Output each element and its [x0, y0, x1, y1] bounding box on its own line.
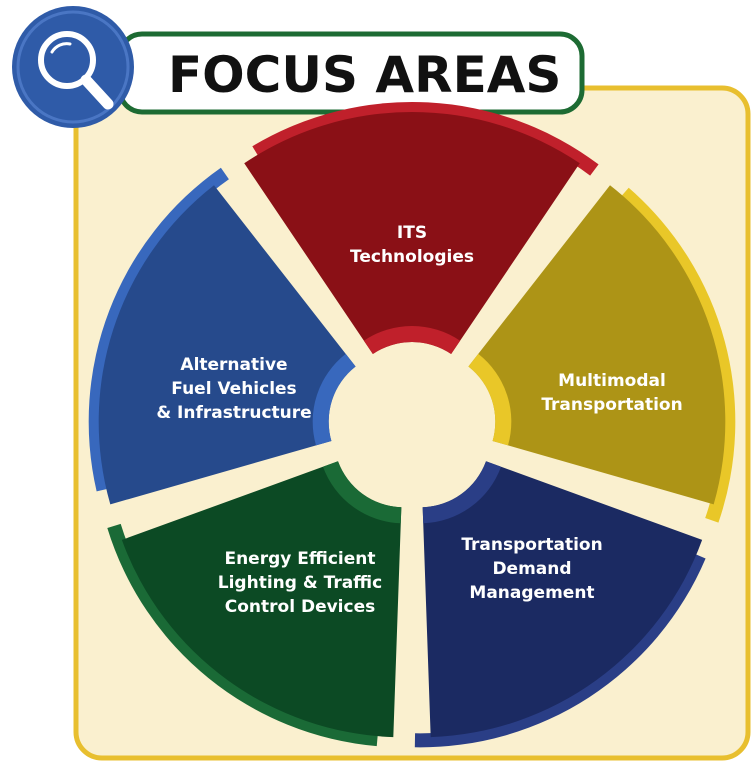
segment-accent-band — [619, 187, 736, 523]
segment-wedge — [244, 111, 580, 354]
segment-label-line: Transportation — [461, 535, 602, 555]
segment-label: ITS Technologies — [350, 223, 474, 267]
segment-accent-band — [252, 102, 599, 176]
segment-label-line: Fuel Vehicles — [171, 379, 296, 399]
segment-label-line: Energy Efficient — [224, 549, 375, 569]
segment-label-line: Demand — [492, 559, 571, 579]
segment-label-line: Lighting & Traffic — [218, 573, 382, 593]
segment-inner-accent — [322, 461, 402, 524]
magnifying-glass-icon — [12, 6, 134, 128]
segment-label-line: Alternative — [180, 355, 287, 375]
segment-accent-band — [107, 523, 378, 747]
segment-label-line: Multimodal — [558, 371, 666, 391]
segment-label-line: ITS — [397, 223, 427, 243]
segment-wedge — [121, 461, 402, 738]
segment-inner-accent — [363, 325, 461, 354]
segment-wedge — [422, 461, 703, 738]
segment-inner-accent — [468, 353, 512, 446]
wheel-center-hub — [354, 368, 470, 484]
segment-inner-accent — [422, 461, 502, 524]
segment-label-line: Control Devices — [225, 597, 375, 617]
segment-label-line: & Infrastructure — [156, 403, 311, 423]
segment-label-line: Transportation — [541, 395, 682, 415]
segment-wedge — [98, 185, 356, 505]
segment-accent-band — [414, 552, 706, 748]
wheel-segment-its: ITS Technologies — [244, 102, 599, 354]
segment-inner-accent — [312, 353, 356, 446]
segment-label-line: Management — [469, 583, 594, 603]
page-title: FOCUS AREAS — [168, 46, 561, 104]
segment-wedge — [468, 185, 726, 505]
segment-label-line: Technologies — [350, 247, 474, 267]
